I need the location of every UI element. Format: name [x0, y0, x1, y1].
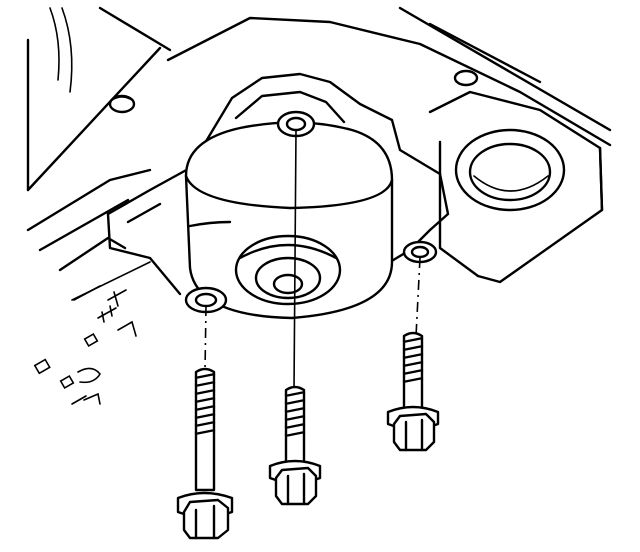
cast-mark-3 — [117, 320, 137, 337]
solenoid-center-boss — [272, 273, 304, 295]
solenoid-assembly — [184, 121, 394, 320]
solenoid-top-rim — [184, 174, 394, 210]
bolt-center-hex-facets — [286, 472, 306, 506]
bolt-right — [386, 331, 440, 452]
plate-lower-edge-3 — [58, 236, 127, 272]
casting-marks — [33, 285, 137, 405]
pocket-block-outline — [428, 90, 604, 284]
bolt-center-hex-head — [274, 466, 318, 506]
bolt-center-threads — [284, 390, 306, 438]
bolt-centerlines — [204, 129, 421, 391]
centerline-center — [293, 129, 297, 391]
cast-mark-2 — [97, 305, 117, 323]
bolt-left — [176, 367, 234, 540]
cast-mark-9 — [73, 285, 101, 301]
cast-mark-8 — [71, 392, 101, 405]
bolt-center — [268, 385, 322, 506]
bolt-right-threads — [402, 336, 424, 384]
housing-curve-1 — [49, 7, 60, 81]
centerline-right — [415, 257, 421, 337]
centerline-left — [204, 305, 207, 373]
cast-mark-4 — [83, 332, 99, 348]
bolt-left-hex-facets — [194, 504, 216, 540]
cast-mark-5 — [33, 358, 51, 375]
pocket-bore-shadow — [473, 175, 549, 192]
solenoid-end-ring — [254, 256, 322, 300]
solenoid-cap-shadow — [238, 243, 338, 260]
housing-edge-diagonal — [26, 46, 162, 192]
bolt-center-shank — [284, 385, 306, 464]
pocket-bore-inner — [468, 142, 552, 202]
cast-mark-1 — [107, 289, 127, 307]
bolt-left-shank — [194, 367, 216, 492]
housing-top-rail — [398, 6, 612, 132]
housing-rail-2 — [428, 22, 542, 84]
pad-top-edge — [166, 16, 612, 147]
solenoid-end-cap — [234, 234, 342, 306]
housing-hole-right — [453, 69, 479, 87]
flange-left-drop — [106, 212, 182, 296]
bolt-left-hex-head — [182, 498, 230, 540]
housing-curve-2 — [61, 7, 73, 93]
plate-lower-edge — [26, 168, 152, 232]
housing-boss-inner — [111, 96, 133, 101]
bolt-right-hex-facets — [404, 418, 424, 452]
pocket-block-edge — [598, 146, 604, 212]
cast-mark-6 — [59, 374, 75, 390]
flange-top-lip — [234, 90, 346, 124]
cast-mark-7 — [77, 367, 101, 384]
ear-hole-right-inner — [410, 245, 430, 259]
flange-step — [126, 202, 162, 224]
plate-lower-edge-2 — [38, 198, 130, 252]
bolt-right-hex-head — [392, 412, 436, 452]
pocket-bore-outer — [454, 128, 566, 212]
bolt-left-threads — [194, 372, 216, 436]
housing-ridge — [98, 6, 172, 52]
bolt-right-shank — [402, 331, 424, 410]
housing-boss-hole — [108, 94, 136, 114]
housing-casting — [26, 6, 612, 301]
solenoid-band-left — [188, 220, 232, 228]
